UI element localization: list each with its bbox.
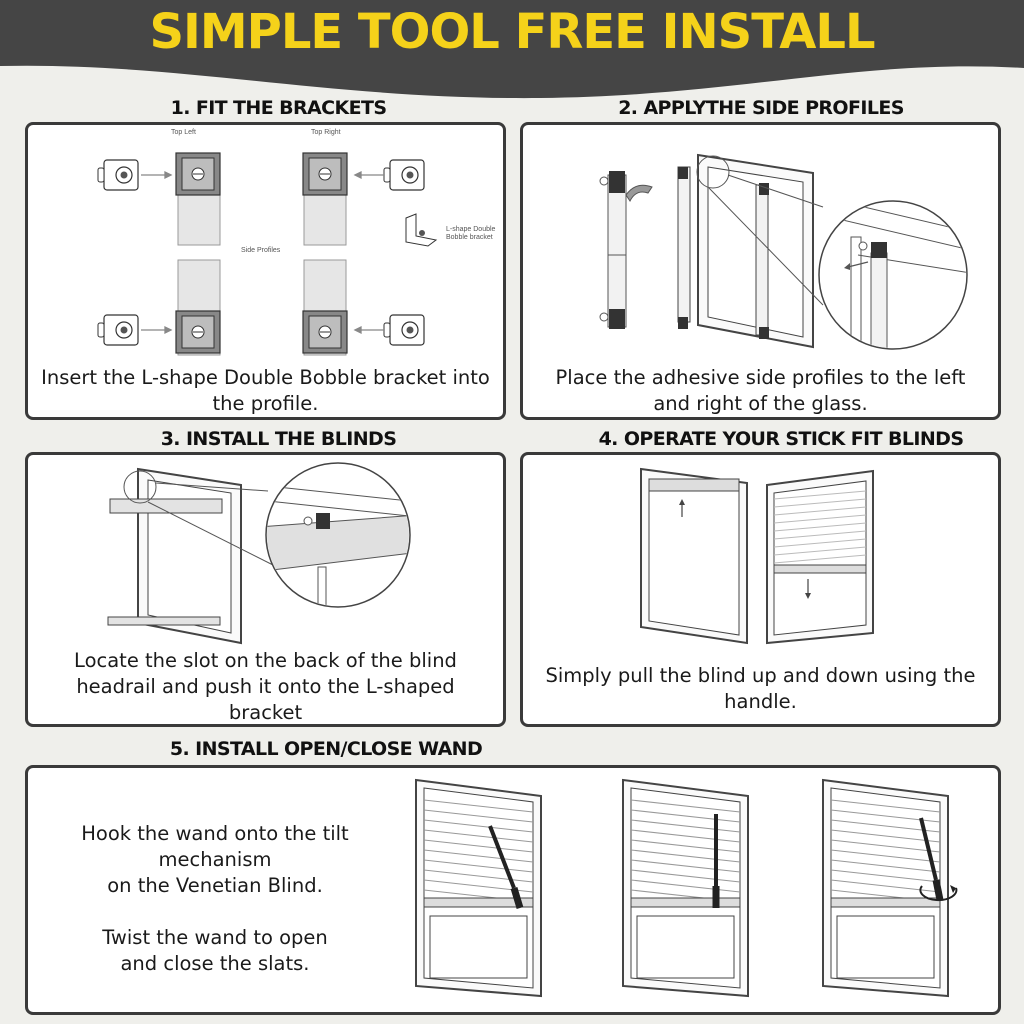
fit-brackets-illustration: Top Left Top Right Side Profiles L-shape… — [97, 129, 496, 356]
step-1-caption: Insert the L-shape Double Bobble bracket… — [41, 366, 490, 415]
step-2-caption: Place the adhesive side profiles to the … — [555, 366, 966, 415]
label-top-right: Top Right — [311, 129, 341, 136]
step-5-caption-twist: Twist the wand to open and close the sla… — [102, 926, 328, 975]
step-1-panel: Top Left Top Right Side Profiles L-shape… — [25, 122, 506, 420]
step-2-panel: Place the adhesive side profiles to the … — [520, 122, 1001, 420]
label-bracket-line1: L-shape Double — [446, 226, 496, 233]
header-wave-shape — [0, 0, 1024, 99]
side-profiles-illustration — [599, 153, 968, 350]
step-3-caption: Locate the slot on the back of the blind… — [74, 649, 457, 724]
wand-illustration — [415, 779, 958, 997]
operate-blinds-illustration — [640, 467, 874, 645]
page-title: SIMPLE TOOL FREE INSTALL — [149, 4, 875, 60]
label-top-left: Top Left — [171, 129, 196, 136]
step-5-caption-hook: Hook the wand onto the tilt mechanism on… — [81, 822, 349, 897]
label-side-profiles: Side Profiles — [241, 247, 281, 254]
step-4-caption: Simply pull the blind up and down using … — [545, 664, 976, 713]
label-bracket-line2: Bobble bracket — [446, 234, 493, 241]
step-3-title: 3. INSTALL THE BLINDS — [160, 428, 397, 450]
install-blinds-illustration — [107, 462, 411, 645]
step-3-panel: Locate the slot on the back of the blind… — [25, 452, 506, 727]
step-5-panel: Hook the wand onto the tilt mechanism on… — [25, 765, 1001, 1015]
step-5-title: 5. INSTALL OPEN/CLOSE WAND — [169, 738, 483, 760]
step-2-title: 2. APPLYTHE SIDE PROFILES — [618, 97, 904, 119]
step-1-title: 1. FIT THE BRACKETS — [170, 97, 387, 119]
step-4-panel: Simply pull the blind up and down using … — [520, 452, 1001, 727]
step-4-title: 4. OPERATE YOUR STICK FIT BLINDS — [598, 428, 964, 450]
header-banner: SIMPLE TOOL FREE INSTALL — [0, 0, 1024, 100]
